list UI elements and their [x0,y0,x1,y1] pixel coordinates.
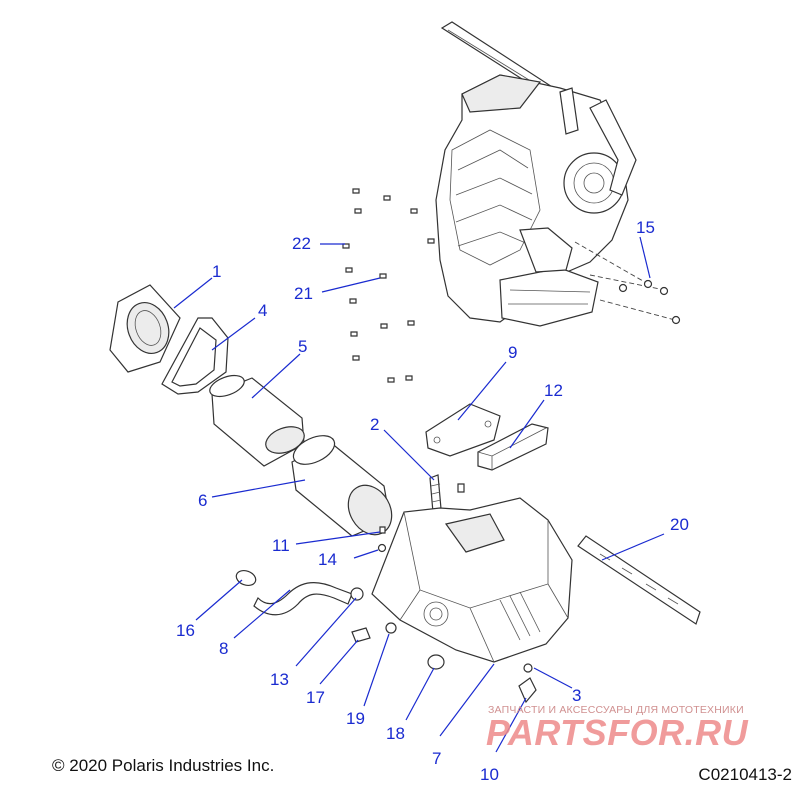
cover-plate [425,403,501,457]
copyright-notice: © 2020 Polaris Industries Inc. [52,756,275,775]
callout-2: 2 [370,415,379,434]
callout-21: 21 [294,284,313,303]
callout-22: 22 [292,234,311,253]
small-clamp [350,587,364,601]
callout-16: 16 [176,621,195,640]
callout-17: 17 [306,688,325,707]
callout-18: 18 [386,724,405,743]
lower-airbox [371,497,573,663]
hose-clamp [235,569,257,587]
seal-ring [161,317,229,395]
callout-11: 11 [272,536,290,555]
small-hardware [351,483,537,704]
callout-8: 8 [219,639,228,658]
filter-element [209,374,305,467]
callout-19: 19 [346,709,365,728]
callout-numbers: 1 2 3 4 5 6 7 8 9 10 11 12 13 14 15 16 1… [176,218,689,784]
callout-1: 1 [212,262,221,281]
diagram-code: C0210413-2 [698,765,792,784]
callout-12: 12 [544,381,563,400]
callout-14: 14 [318,550,337,569]
callout-13: 13 [270,670,289,689]
upper-airbox-assembly [435,21,681,327]
foam-block [477,423,549,471]
screw-set [342,188,435,383]
callout-20: 20 [670,515,689,534]
leader-lines [173,236,665,753]
watermark-caption: ЗАПЧАСТИ И АКСЕССУАРЫ ДЛЯ МОТОТЕХНИКИ [488,704,744,716]
callout-4: 4 [258,301,267,320]
outlet-adapter [109,284,181,373]
callout-7: 7 [432,749,441,768]
pre-filter-sleeve [291,435,393,537]
callout-6: 6 [198,491,207,510]
callout-5: 5 [298,337,307,356]
callout-15: 15 [636,218,655,237]
callout-10: 10 [480,765,499,784]
callout-3: 3 [572,686,581,705]
watermark-logo: PARTSFOR.RU [486,712,749,753]
callout-9: 9 [508,343,517,362]
mounting-strap [577,535,701,625]
watermark: ЗАПЧАСТИ И АКСЕССУАРЫ ДЛЯ МОТОТЕХНИКИ PA… [486,704,786,754]
drain-hose [253,582,353,616]
